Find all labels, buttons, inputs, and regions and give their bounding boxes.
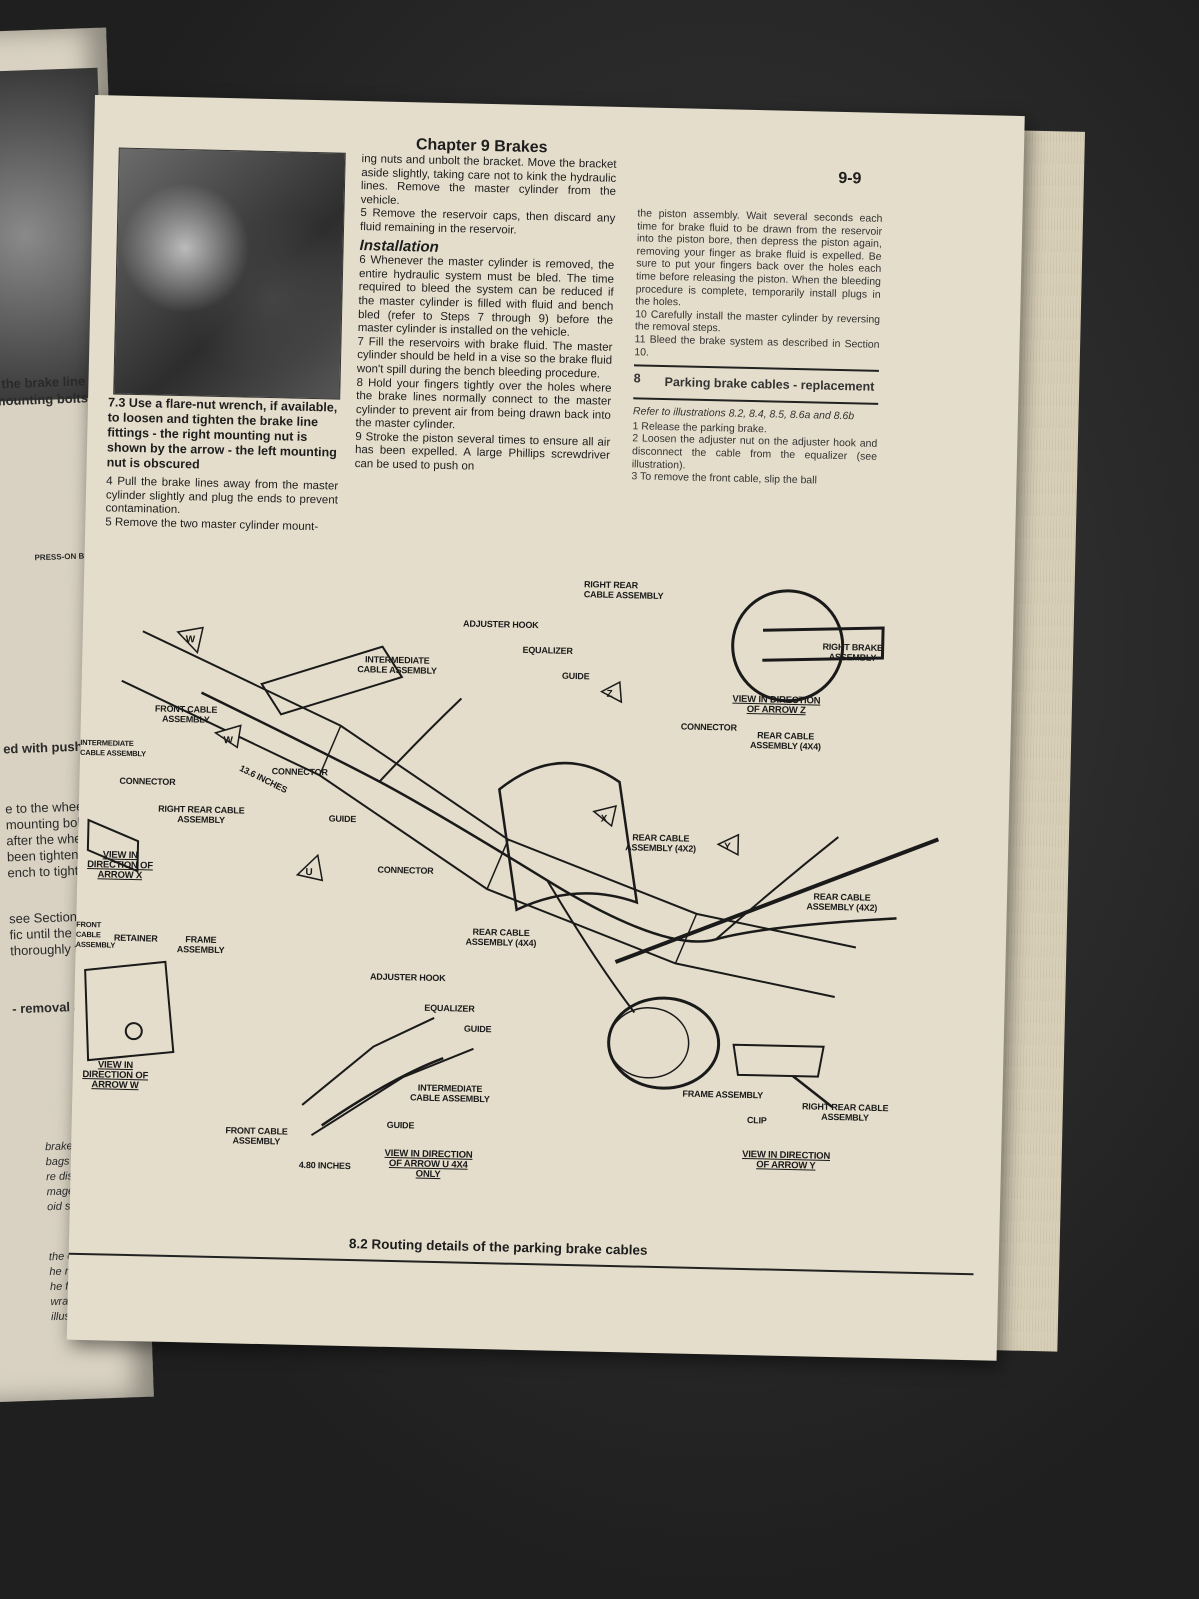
arrow-w-icon: W — [213, 724, 242, 749]
label-right-rear-cable-y: RIGHT REAR CABLE ASSEMBLY — [801, 1101, 889, 1123]
label-intermediate-cable-left: INTERMEDIATE CABLE ASSEMBLY — [79, 737, 146, 759]
label-view-u: VIEW IN DIRECTION OF ARROW U 4x4 ONLY — [384, 1147, 473, 1181]
arrow-u-icon: U — [295, 853, 324, 882]
label-frame-assembly: FRAME ASSEMBLY — [176, 934, 225, 956]
svg-text:X: X — [601, 814, 608, 825]
label-intermediate-cable: INTERMEDIATE CABLE ASSEMBLY — [357, 654, 437, 676]
svg-text:Y: Y — [724, 841, 731, 852]
manual-page: Chapter 9 Brakes 9-9 7.3 Use a flare-nut… — [66, 95, 1025, 1361]
master-cylinder-photo — [113, 147, 346, 400]
right-brake-drum — [731, 589, 845, 703]
label-right-rear-cable: RIGHT REAR CABLE ASSEMBLY — [583, 579, 664, 602]
label-intermediate-cable-bottom: INTERMEDIATE CABLE ASSEMBLY — [409, 1082, 490, 1105]
column-3-text: the piston assembly. Wait several second… — [631, 207, 882, 488]
front-crossmember — [260, 645, 404, 716]
cable-routing-drawing: W W U X Y Z — [84, 589, 940, 1137]
svg-text:U: U — [305, 867, 312, 878]
paragraph: 11 Bleed the brake system as described i… — [634, 333, 880, 359]
section-rule — [633, 364, 879, 372]
label-clip: CLIP — [746, 1115, 767, 1126]
label-adjuster-hook: ADJUSTER HOOK — [462, 618, 539, 631]
column-1-text: 4 Pull the brake lines away from the mas… — [105, 475, 338, 535]
view-y-bracket — [732, 1043, 825, 1078]
label-front-cable-w: FRONT CABLE ASSEMBLY — [75, 919, 116, 950]
label-guide: GUIDE — [328, 813, 357, 825]
label-view-w: VIEW IN DIRECTION OF ARROW W — [82, 1059, 149, 1092]
label-adjuster-hook: ADJUSTER HOOK — [369, 971, 446, 984]
paragraph: 7 Fill the reservoirs with brake fluid. … — [356, 335, 613, 381]
label-equalizer: EQUALIZER — [522, 644, 573, 656]
label-right-rear-cable-left: RIGHT REAR CABLE ASSEMBLY — [158, 803, 245, 826]
paragraph: 5 Remove the reservoir caps, then discar… — [359, 207, 616, 237]
label-view-z: VIEW IN DIRECTION OF ARROW Z — [732, 693, 821, 717]
column-2-text: ing nuts and unbolt the bracket. Move th… — [355, 153, 617, 477]
label-frame-assembly-y: FRAME ASSEMBLY — [682, 1088, 764, 1101]
label-retainer: RETAINER — [113, 932, 158, 944]
svg-text:W: W — [223, 735, 233, 746]
intermediate-cable — [378, 697, 463, 783]
label-connector: CONNECTOR — [271, 766, 328, 778]
main-brake-cable — [200, 691, 897, 943]
svg-text:Z: Z — [606, 689, 612, 700]
view-x-connector — [86, 818, 140, 873]
section-number: 8 — [633, 371, 641, 386]
label-guide: GUIDE — [386, 1119, 415, 1131]
photo-caption-number: 7.3 — [107, 395, 126, 410]
parking-brake-routing-figure: W W U X Y Z RIGHT REAR CABLE ASSEMBLY AD… — [70, 570, 1014, 1231]
label-front-cable-assembly: FRONT CABLE ASSEMBLY — [154, 703, 218, 725]
paragraph: ing nuts and unbolt the bracket. Move th… — [360, 153, 617, 207]
paragraph: 8 Hold your fingers tightly over the hol… — [355, 376, 612, 432]
label-rear-cable-4x4: REAR CABLE ASSEMBLY (4x4) — [749, 730, 821, 752]
paragraph: the piston assembly. Wait several second… — [635, 207, 883, 309]
left-snippet: mounting bolts — [0, 390, 89, 409]
label-view-x: VIEW IN DIRECTION OF ARROW X — [87, 849, 153, 882]
bottom-rule — [68, 1252, 974, 1276]
paragraph: 4 Pull the brake lines away from the mas… — [105, 475, 339, 517]
arrow-y-icon: Y — [716, 833, 740, 857]
paragraph: 2 Loosen the adjuster nut on the adjuste… — [631, 432, 878, 471]
label-rear-cable-4x4-mid: REAR CABLE ASSEMBLY (4x4) — [465, 926, 537, 949]
view-w-bracket — [84, 960, 175, 1062]
label-connector: CONNECTOR — [119, 775, 176, 788]
photo-caption: 7.3 Use a flare-nut wrench, if available… — [106, 395, 340, 475]
label-right-brake-assembly: RIGHT BRAKE ASSEMBLY — [822, 641, 883, 663]
label-4-80-inches: 4.80 INCHES — [298, 1159, 351, 1172]
arrow-x-icon: X — [592, 804, 618, 828]
label-rear-cable-4x2: REAR CABLE ASSEMBLY (4x2) — [625, 832, 697, 854]
svg-text:W: W — [186, 634, 196, 645]
section-heading: 8 Parking brake cables - replacement — [633, 371, 878, 397]
figure-caption: 8.2 Routing details of the parking brake… — [348, 1236, 648, 1258]
rear-axle — [614, 837, 940, 964]
label-front-cable-bottom: FRONT CABLE ASSEMBLY — [225, 1125, 288, 1147]
rear-cable-4x4 — [546, 879, 636, 1014]
label-connector: CONNECTOR — [680, 721, 737, 733]
rear-cable — [715, 836, 839, 941]
photo-caption-text: Use a flare-nut wrench, if available, to… — [106, 395, 338, 472]
section-rule — [633, 397, 879, 405]
label-guide: GUIDE — [561, 670, 590, 682]
page-number: 9-9 — [838, 169, 862, 188]
crossmember — [498, 761, 639, 912]
paragraph: 9 Stroke the piston several times to ens… — [354, 430, 611, 473]
label-rear-cable-4x2-right: REAR CABLE ASSEMBLY (4x2) — [806, 891, 878, 913]
arrow-w-icon: W — [176, 626, 204, 654]
label-guide: GUIDE — [463, 1023, 492, 1035]
section-title: Parking brake cables - replacement — [664, 375, 875, 394]
paragraph: 6 Whenever the master cylinder is remove… — [357, 254, 615, 339]
label-view-y: VIEW IN DIRECTION OF ARROW Y — [742, 1148, 831, 1172]
label-equalizer: EQUALIZER — [424, 1002, 475, 1014]
label-connector: CONNECTOR — [377, 864, 434, 876]
arrow-z-icon: Z — [599, 680, 623, 704]
